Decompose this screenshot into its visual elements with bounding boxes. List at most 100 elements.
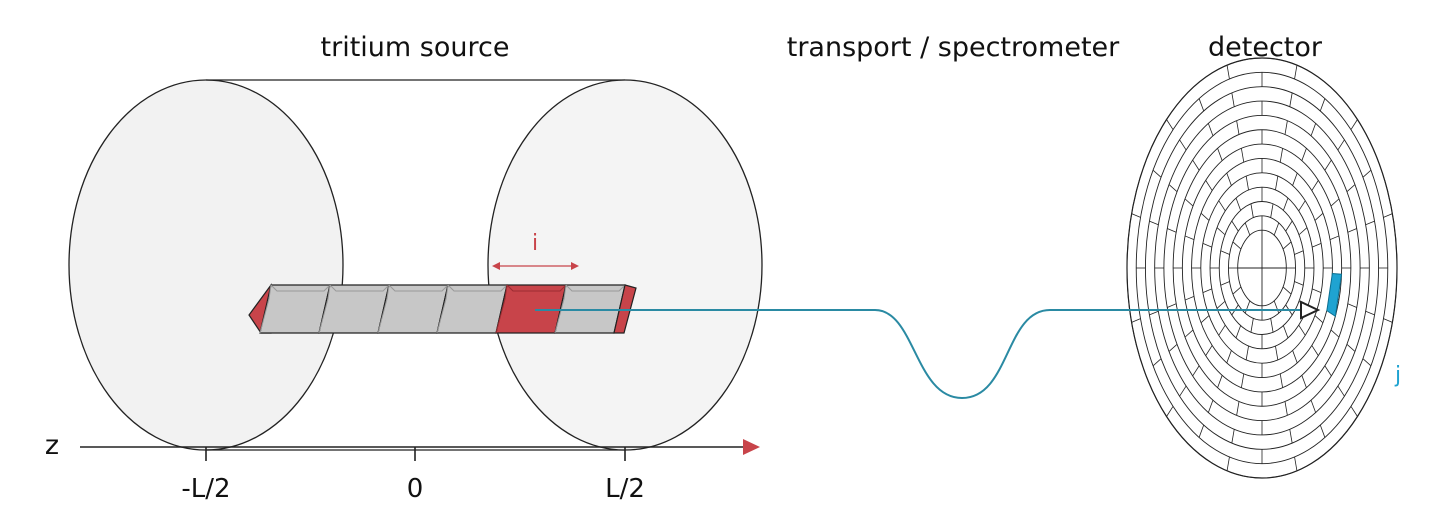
detector-pixel-divider <box>1282 241 1292 250</box>
detector-pixel-divider <box>1383 318 1393 323</box>
detector-pixel-divider <box>1270 203 1274 218</box>
detector-pixel-divider <box>1298 227 1308 236</box>
detector-pixel-divider <box>1337 385 1345 397</box>
transport-title: transport / spectrometer <box>787 32 1120 63</box>
detector-pixel-divider <box>1202 242 1212 248</box>
detector-pixel-divider <box>1220 250 1230 255</box>
source-segment <box>259 284 331 334</box>
detector-wafer <box>1126 57 1398 479</box>
detector-pixel-divider <box>1168 184 1178 192</box>
detector-pixel-divider <box>1220 281 1230 286</box>
detector-pixel-divider <box>1207 123 1214 136</box>
detector-pixel-divider <box>1282 197 1289 211</box>
segment-bevel <box>565 284 626 292</box>
detector-pixel-divider <box>1205 180 1213 191</box>
arrowhead-left <box>492 262 500 270</box>
detector-pixel-divider <box>1275 175 1279 190</box>
detector-pixel-divider <box>1245 346 1249 361</box>
detector-pixel-divider <box>1218 324 1226 336</box>
detector-pixel-divider <box>1330 198 1340 207</box>
detector-pixel-divider <box>1275 346 1279 361</box>
detector-pixel-divider <box>1319 98 1326 112</box>
detector-pixel-divider <box>1232 241 1242 250</box>
cylinder-front-face <box>487 79 763 451</box>
detector-pixel-divider <box>1285 220 1293 232</box>
detector-pixel-divider <box>1235 325 1242 339</box>
source-segment <box>377 284 449 334</box>
detector-pixel-divider <box>1312 288 1322 294</box>
segment-width-indicator: i <box>492 231 579 270</box>
segment-edge <box>495 284 508 334</box>
detector-pixel-divider <box>1310 400 1317 413</box>
detector-pixel-divider <box>1167 228 1177 233</box>
detector-pixel-divider <box>1337 139 1345 151</box>
detector-pixel-divider <box>1292 350 1298 364</box>
source-title: tritium source <box>321 32 510 63</box>
detector-pixel-divider <box>1166 406 1174 417</box>
segment-face <box>259 284 331 334</box>
detector-pixel-divider <box>1314 315 1324 324</box>
arrowhead-right <box>571 262 579 270</box>
detector-pixel-divider <box>1347 228 1357 233</box>
detector-pixel-divider <box>1311 180 1319 191</box>
detector-ring <box>1126 57 1398 479</box>
electron-trajectory <box>535 309 1302 400</box>
z-axis: z -L/2 0 L/2 <box>45 430 760 504</box>
source-segment <box>318 284 390 334</box>
detector-pixel-divider <box>1250 203 1254 218</box>
segment-face <box>318 284 390 334</box>
detector-pixel-divider <box>1324 159 1332 171</box>
segment-edge <box>377 284 390 334</box>
segment-bevel <box>329 284 390 292</box>
detector-pixel-divider <box>1184 198 1194 207</box>
detector-pixel-divider <box>1200 212 1210 221</box>
segment-index-label: i <box>532 231 538 256</box>
detector-pixel-divider <box>1294 456 1298 471</box>
detector-pixel-divider <box>1245 175 1249 190</box>
detector-pixel-divider <box>1198 424 1205 438</box>
tick-label: L/2 <box>605 474 645 504</box>
detector-pixel-divider <box>1231 92 1235 107</box>
detector-pixel-divider <box>1240 373 1245 388</box>
detector-pixel-divider <box>1273 222 1280 236</box>
detector-pixel-divider <box>1350 406 1358 417</box>
tick-label: -L/2 <box>181 474 230 504</box>
tick-label: 0 <box>407 474 424 504</box>
detector-pixel-divider <box>1330 329 1340 338</box>
detector-pixel-divider <box>1289 92 1293 107</box>
detector-pixel-divider <box>1346 344 1356 352</box>
detector-pixel-divider <box>1236 401 1240 416</box>
detector-pixel-divider <box>1311 345 1319 356</box>
detector-pixel-divider <box>1240 148 1245 163</box>
detector-pixel-divider <box>1294 250 1304 255</box>
detector-pixel-divider <box>1298 200 1306 212</box>
segment-bevel <box>388 284 449 292</box>
detector-pixel-divider <box>1346 184 1356 192</box>
detector-pixel-divider <box>1226 456 1230 471</box>
segment-edge <box>259 284 272 334</box>
detector-pixel-divider <box>1324 365 1332 377</box>
detector-pixel-divider <box>1301 148 1307 161</box>
detector-pixel-divider <box>1301 375 1307 388</box>
detector-pixel-divider <box>1184 329 1194 338</box>
detector-pixel-divider <box>1200 315 1210 324</box>
detector-pixel-divider <box>1207 400 1214 413</box>
detector-pixel-divider <box>1310 123 1317 136</box>
detector-pixel-divider <box>1273 300 1280 314</box>
detector-pixel-divider <box>1226 65 1230 80</box>
detector-pixel-divider <box>1294 281 1304 286</box>
segment-face <box>436 284 508 334</box>
detector-pixel-divider <box>1362 358 1372 367</box>
detector-pixel-divider <box>1179 139 1187 151</box>
detector-pixel-divider <box>1294 65 1298 80</box>
detector-pixel-divider <box>1270 318 1274 333</box>
detector-pixel-divider <box>1314 212 1324 221</box>
detector-pixel-divider <box>1284 120 1288 135</box>
trajectory-arrowhead <box>1300 300 1321 320</box>
source-segments <box>248 283 637 334</box>
detector-pixel-divider <box>1152 169 1162 178</box>
detector-pixel-divider <box>1298 324 1306 336</box>
detector-pixel-divider <box>1284 401 1288 416</box>
